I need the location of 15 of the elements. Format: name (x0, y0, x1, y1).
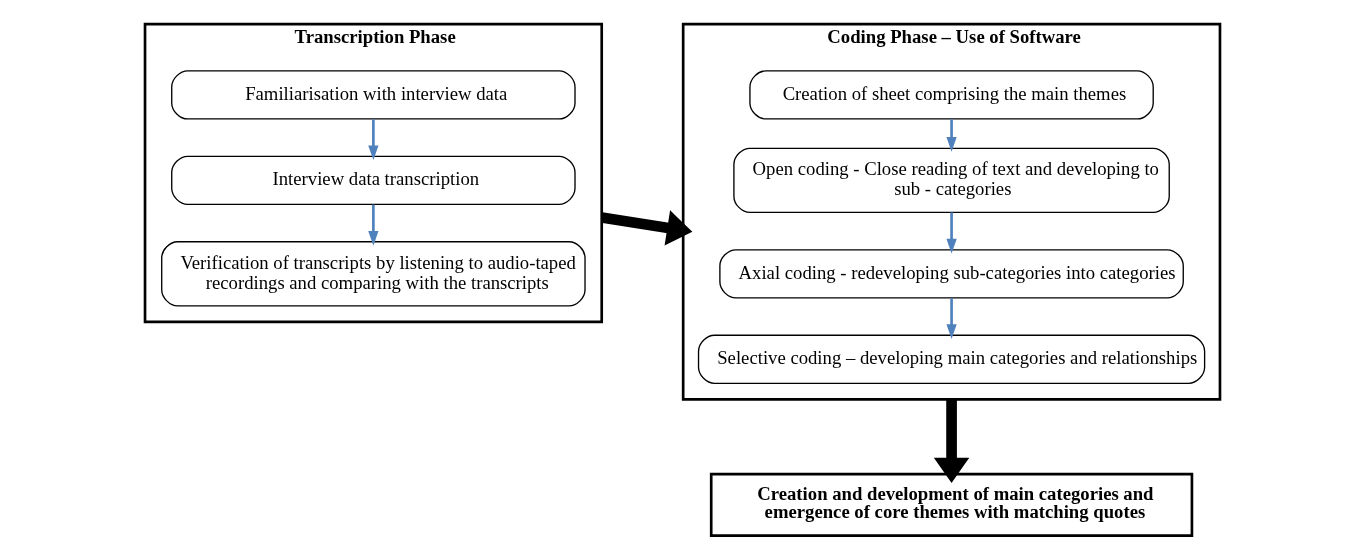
node-box: Axial coding - redeveloping sub-categories into categories (718, 249, 1184, 299)
arrow (945, 298, 957, 340)
arrow (367, 119, 379, 161)
node-box: Verification of transcripts by listening to audio-taped recordings and comparing with the transcripts (160, 241, 586, 307)
node-box: Open coding - Close reading of text and developing to sub - categories (732, 147, 1170, 214)
arrow (600, 210, 692, 246)
node-box: Selective coding – developing main categories and relationships (697, 334, 1205, 384)
arrow (367, 204, 379, 246)
node-box: Creation and development of main categories and emergence of core themes with matching quotes (709, 472, 1193, 537)
arrow (945, 119, 957, 152)
arrow (933, 399, 969, 483)
node-box: Interview data transcription (170, 155, 576, 206)
arrow (945, 212, 957, 254)
node-box: Familiarisation with interview data (170, 70, 576, 120)
node-box: Creation of sheet comprising the main themes (748, 70, 1154, 120)
